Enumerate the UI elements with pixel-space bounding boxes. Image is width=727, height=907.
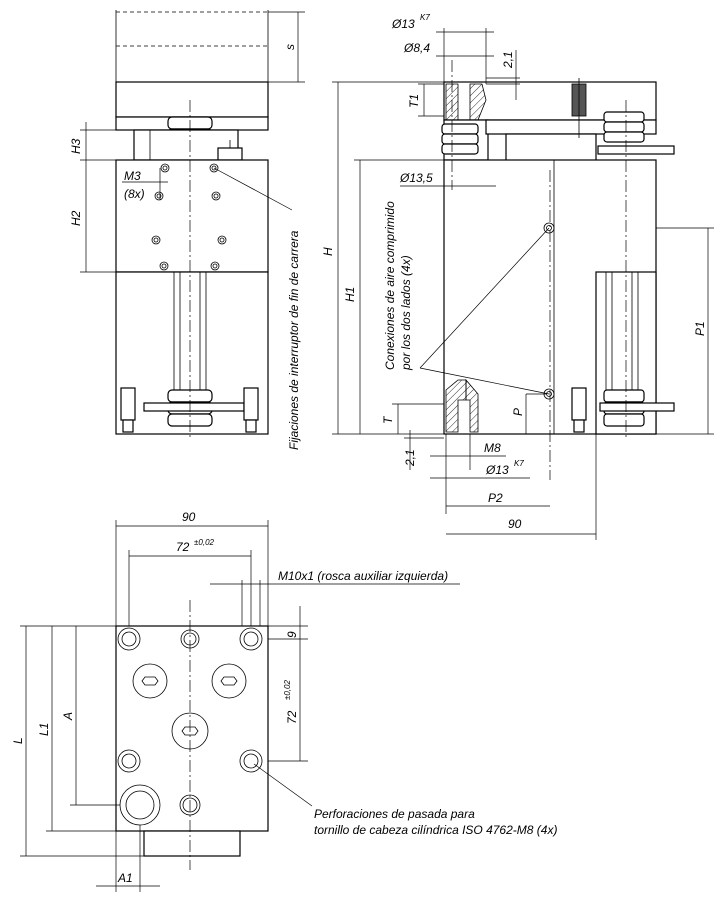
dim-h-label: H — [321, 247, 335, 256]
dim-a1-label: A1 — [117, 871, 133, 885]
bore-note-line-1: Perforaciones de pasada para — [314, 807, 475, 821]
dia13-5-label: Ø13,5 — [399, 171, 433, 185]
m8-label: M8 — [484, 441, 501, 455]
dim-p-label: P — [511, 408, 525, 416]
side-view: Conexiones de aire comprimido por los do… — [321, 13, 714, 540]
dim90-bottom-label: 90 — [182, 510, 196, 524]
dim2-1-bot-label: 2,1 — [403, 449, 417, 467]
dim-h1-label: H1 — [343, 287, 357, 302]
dim72-v-label: 72 — [285, 710, 299, 724]
dim-p2-label: P2 — [488, 491, 503, 505]
tol72-v-label: ±0,02 — [283, 679, 292, 700]
dim-t1-label: T1 — [407, 94, 421, 108]
front-view: s H3 H2 M3 (8x) Fijaciones de interrupto… — [69, 10, 305, 450]
dim2-1-top-label: 2,1 — [501, 51, 515, 69]
dia13-bot-label: Ø13 — [485, 463, 509, 477]
air-note-line-2: por los dos lados (4x) — [399, 255, 413, 371]
limit-switch-note: Fijaciones de interruptor de fin de carr… — [287, 230, 301, 450]
dim-a-label: A — [61, 712, 75, 721]
dim-s-label: s — [283, 44, 297, 50]
dim-l1-label: L1 — [37, 723, 51, 736]
dim9-label: 9 — [285, 631, 299, 638]
bottom-view: 90 72 ±0,02 M10x1 (rosca auxiliar izquie… — [11, 510, 557, 892]
dim-h3-label: H3 — [69, 138, 83, 154]
dim-p1-label: P1 — [693, 321, 707, 336]
dim90-side-label: 90 — [508, 517, 522, 531]
bore-note-line-2: tornillo de cabeza cilíndrica ISO 4762-M… — [314, 823, 557, 837]
m3-label: M3 — [124, 169, 141, 183]
dia13-top-label: Ø13 — [391, 17, 415, 31]
m3-count-label: (8x) — [124, 187, 145, 201]
dim-l-label: L — [11, 737, 25, 744]
k7-top-label: K7 — [420, 13, 430, 22]
dia8-4-label: Ø8,4 — [403, 41, 430, 55]
dim-t-label: T — [381, 415, 395, 424]
tol72-h-label: ±0,02 — [194, 538, 215, 547]
air-note-line-1: Conexiones de aire comprimido — [383, 201, 397, 370]
k7-bot-label: K7 — [514, 459, 524, 468]
m10-note: M10x1 (rosca auxiliar izquierda) — [278, 569, 448, 583]
dim72-h-label: 72 — [176, 540, 190, 554]
dim-h2-label: H2 — [69, 210, 83, 226]
